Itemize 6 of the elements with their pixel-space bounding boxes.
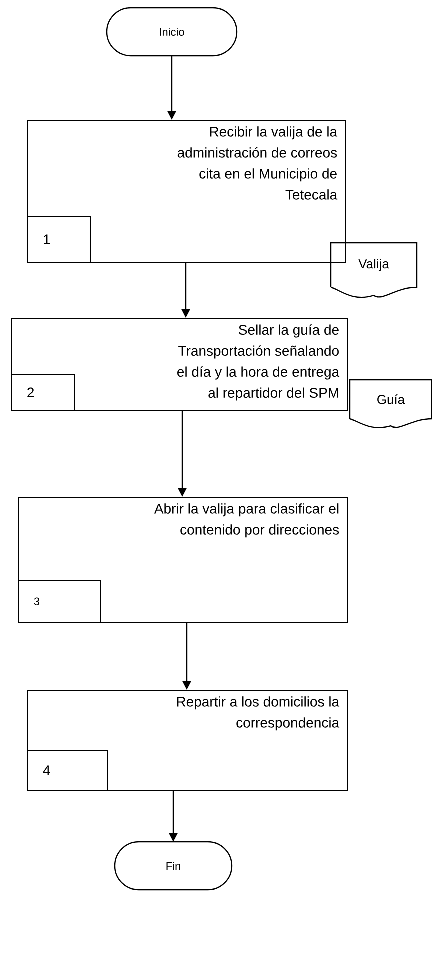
step-number-box: 4 [27, 750, 108, 792]
step-number-box: 3 [18, 580, 102, 624]
step-number-box: 2 [11, 374, 76, 412]
document-shape: Guía [349, 379, 432, 428]
document-shape: Valija [330, 242, 418, 298]
step-number-box: 1 [27, 216, 92, 264]
